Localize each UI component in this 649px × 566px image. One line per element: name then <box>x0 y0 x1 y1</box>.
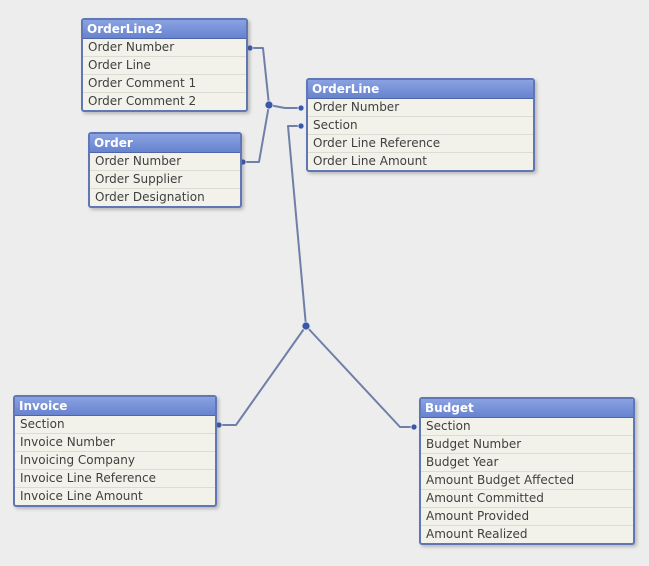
link-orderline-section <box>287 125 307 327</box>
field-invoice-number[interactable]: Invoice Number <box>15 434 215 452</box>
table-orderline[interactable]: OrderLine Order Number Section Order Lin… <box>306 78 535 172</box>
field-invoice-line-amount[interactable]: Invoice Line Amount <box>20 489 143 503</box>
field-invoice-line-reference[interactable]: Invoice Line Reference <box>15 470 215 488</box>
field-amount-committed[interactable]: Amount Committed <box>421 490 633 508</box>
field-order-number[interactable]: Order Number <box>90 153 240 171</box>
field-section[interactable]: Section <box>15 416 215 434</box>
table-invoice[interactable]: Invoice Section Invoice Number Invoicing… <box>13 395 217 507</box>
field-invoicing-company[interactable]: Invoicing Company <box>15 452 215 470</box>
field-order-line-amount[interactable]: Order Line Amount <box>313 154 427 168</box>
link-order-order-number <box>243 104 270 163</box>
link-orderline2-order-number <box>250 47 270 106</box>
field-budget-number[interactable]: Budget Number <box>421 436 633 454</box>
connector-node-orderline-order-number <box>297 104 305 112</box>
field-section[interactable]: Section <box>421 418 633 436</box>
field-amount-budget-affected[interactable]: Amount Budget Affected <box>421 472 633 490</box>
field-order-comment-1[interactable]: Order Comment 1 <box>83 75 246 93</box>
table-title[interactable]: OrderLine2 <box>83 20 246 39</box>
table-title[interactable]: Budget <box>421 399 633 418</box>
table-title[interactable]: Invoice <box>15 397 215 416</box>
field-order-number[interactable]: Order Number <box>83 39 246 57</box>
field-amount-realized[interactable]: Amount Realized <box>426 527 528 541</box>
table-order[interactable]: Order Order Number Order Supplier Order … <box>88 132 242 208</box>
field-section[interactable]: Section <box>308 117 533 135</box>
field-order-designation[interactable]: Order Designation <box>95 190 205 204</box>
connector-node-orderline-section <box>297 122 305 130</box>
field-order-comment-2[interactable]: Order Comment 2 <box>88 94 197 108</box>
table-title[interactable]: OrderLine <box>308 80 533 99</box>
field-order-line-reference[interactable]: Order Line Reference <box>308 135 533 153</box>
link-invoice-section <box>219 325 307 426</box>
field-order-supplier[interactable]: Order Supplier <box>90 171 240 189</box>
field-order-line[interactable]: Order Line <box>83 57 246 75</box>
table-orderline2[interactable]: OrderLine2 Order Number Order Line Order… <box>81 18 248 112</box>
link-hub-orderline <box>268 104 301 109</box>
field-amount-provided[interactable]: Amount Provided <box>421 508 633 526</box>
table-budget[interactable]: Budget Section Budget Number Budget Year… <box>419 397 635 545</box>
field-budget-year[interactable]: Budget Year <box>421 454 633 472</box>
junction-node-section <box>301 321 311 331</box>
connector-node-budget <box>410 423 418 431</box>
junction-node-order-number <box>264 100 274 110</box>
field-order-number[interactable]: Order Number <box>308 99 533 117</box>
link-budget-section <box>305 325 414 428</box>
table-title[interactable]: Order <box>90 134 240 153</box>
